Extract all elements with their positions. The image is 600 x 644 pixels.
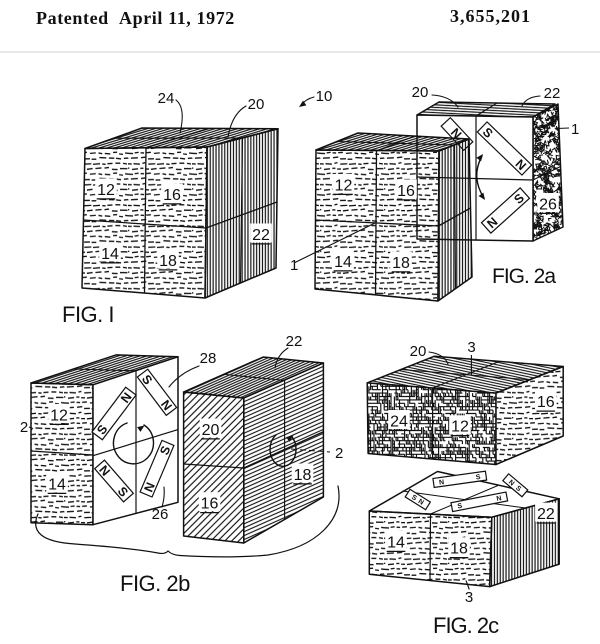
svg-text:14: 14 xyxy=(48,476,66,493)
svg-text:16: 16 xyxy=(201,496,219,513)
svg-text:12: 12 xyxy=(335,177,353,194)
svg-text:20: 20 xyxy=(410,343,427,360)
svg-text:14: 14 xyxy=(387,534,405,551)
svg-text:1: 1 xyxy=(290,257,298,274)
svg-text:22: 22 xyxy=(544,85,561,102)
svg-text:22: 22 xyxy=(252,227,270,244)
svg-text:FIG. I: FIG. I xyxy=(62,302,114,327)
svg-text:3,655,201: 3,655,201 xyxy=(450,6,531,26)
svg-text:N: N xyxy=(496,495,502,503)
svg-text:16: 16 xyxy=(397,183,415,200)
svg-text:2: 2 xyxy=(20,419,28,436)
svg-text:FIG. 2c: FIG. 2c xyxy=(433,613,499,638)
svg-text:28: 28 xyxy=(200,350,217,367)
svg-text:S: S xyxy=(457,503,463,511)
svg-text:N: N xyxy=(507,479,515,488)
svg-text:N: N xyxy=(417,498,425,507)
svg-text:16: 16 xyxy=(537,394,555,411)
svg-text:3: 3 xyxy=(465,589,473,606)
svg-text:24: 24 xyxy=(158,90,175,107)
svg-text:S: S xyxy=(410,494,418,503)
svg-text:2: 2 xyxy=(335,445,343,462)
svg-text:Patented April 11, 1972: Patented April 11, 1972 xyxy=(36,8,235,28)
svg-text:24: 24 xyxy=(390,413,408,430)
svg-text:18: 18 xyxy=(392,255,410,272)
svg-text:12: 12 xyxy=(451,419,469,436)
svg-text:1: 1 xyxy=(571,121,579,138)
svg-text:3: 3 xyxy=(467,339,475,356)
svg-text:22: 22 xyxy=(537,506,555,523)
svg-text:20: 20 xyxy=(412,84,429,101)
svg-text:26: 26 xyxy=(539,196,557,213)
svg-text:12: 12 xyxy=(97,182,115,199)
svg-text:26: 26 xyxy=(152,506,169,523)
svg-text:20: 20 xyxy=(248,96,265,113)
svg-text:12: 12 xyxy=(50,407,68,424)
svg-text:18: 18 xyxy=(450,541,468,558)
svg-text:FIG. 2a: FIG. 2a xyxy=(492,265,556,288)
svg-text:18: 18 xyxy=(294,467,312,484)
svg-text:FIG. 2b: FIG. 2b xyxy=(120,571,190,596)
svg-text:16: 16 xyxy=(163,187,181,204)
svg-text:22: 22 xyxy=(286,333,303,350)
svg-text:S: S xyxy=(475,474,481,482)
svg-text:14: 14 xyxy=(334,254,352,271)
svg-text:S: S xyxy=(514,485,522,494)
svg-text:10: 10 xyxy=(316,88,333,105)
svg-text:18: 18 xyxy=(159,253,177,270)
svg-text:20: 20 xyxy=(202,422,220,439)
svg-text:N: N xyxy=(439,479,445,487)
svg-text:14: 14 xyxy=(101,246,119,263)
